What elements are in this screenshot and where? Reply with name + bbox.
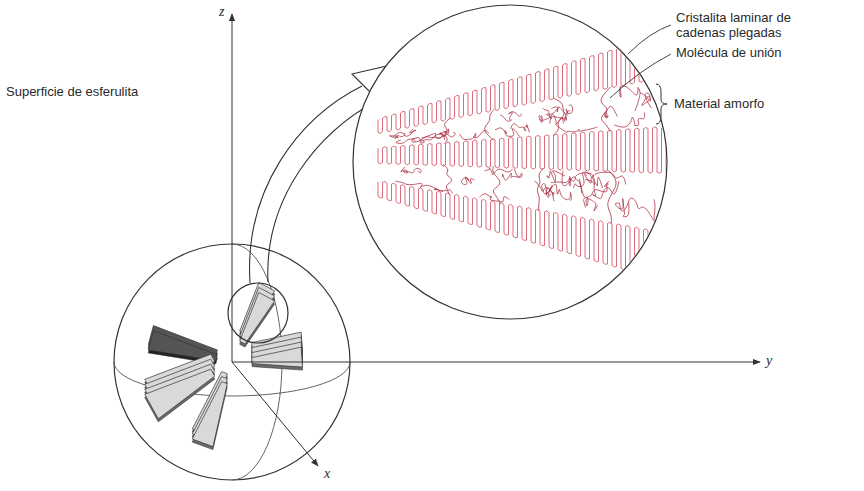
amorphous-chain	[620, 86, 641, 97]
magnify-arrow-shaft	[250, 86, 362, 283]
bracket	[656, 84, 667, 124]
amorphous-chain	[547, 171, 565, 182]
amorphous-chain	[551, 105, 572, 115]
amorphous-chain	[584, 197, 598, 211]
amorphous-chain	[495, 128, 519, 136]
part-label: Material amorfo	[674, 96, 764, 111]
tie-molecule	[608, 170, 616, 224]
tie-molecule	[485, 110, 494, 140]
leader-line	[610, 54, 671, 98]
amorphous-chain	[401, 167, 421, 173]
y-axis	[232, 362, 760, 363]
part-label: Molécula de unión	[676, 45, 782, 60]
folded-chain-lamella	[378, 37, 671, 134]
lamella-stacks	[145, 282, 303, 449]
axis-label: x	[324, 466, 330, 481]
amorphous-chain	[585, 179, 619, 198]
amorphous-chain	[556, 125, 597, 132]
amorphous-chain	[562, 171, 594, 186]
leader-line	[628, 25, 671, 54]
tie-molecule	[493, 166, 500, 203]
amorphous-chain	[511, 124, 530, 133]
part-label: Cristalita laminar de cadenas plegadas	[676, 10, 806, 40]
tie-molecule	[553, 98, 564, 135]
axis-label: z	[219, 4, 224, 19]
amorphous-chain	[460, 130, 489, 139]
amorphous-chain	[620, 198, 655, 221]
lamellae-microstructure	[378, 37, 671, 280]
amorphous-chain	[614, 112, 645, 127]
tie-molecule	[443, 165, 452, 195]
figure-label: Superficie de esferulita	[6, 84, 138, 99]
lamella-face	[252, 347, 303, 367]
amorphous-chain	[604, 106, 618, 118]
tie-molecule	[537, 168, 543, 211]
x-axis	[232, 362, 318, 466]
amorphous-chain	[584, 172, 625, 184]
amorphous-chain	[434, 188, 453, 193]
z-axis	[232, 14, 233, 362]
amorphous-chain	[547, 184, 571, 200]
tie-molecule	[444, 118, 450, 143]
lamella-face	[240, 292, 275, 344]
amorphous-chain	[539, 115, 565, 123]
amorphous-chain	[615, 199, 629, 217]
tie-molecule	[601, 87, 611, 132]
lamella-face	[192, 382, 227, 447]
amorphous-chain	[635, 93, 651, 111]
amorphous-chain	[396, 181, 443, 191]
amorphous-chain	[551, 177, 582, 193]
axis-label: y	[766, 353, 772, 368]
amorphous-chain	[503, 169, 523, 180]
folded-chain-lamella	[378, 127, 671, 174]
amorphous-chain	[479, 194, 509, 202]
amorphous-chain	[500, 112, 521, 122]
folded-chain-lamella	[378, 181, 671, 279]
detail-circle	[228, 283, 288, 343]
amorphous-chain	[484, 168, 512, 175]
amorphous-chain	[412, 136, 445, 143]
amorphous-chain	[394, 129, 416, 137]
amorphous-chain	[461, 177, 474, 185]
